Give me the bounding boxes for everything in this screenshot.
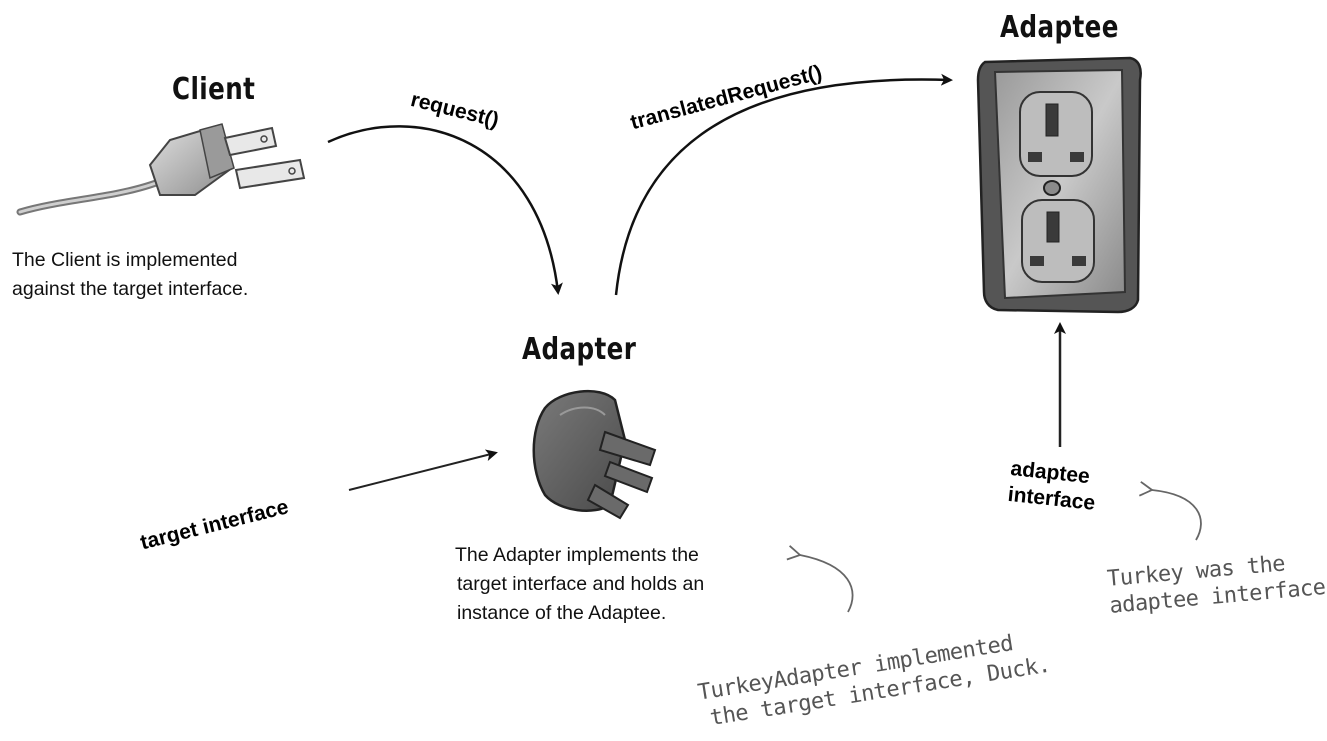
target-interface-arrow — [348, 449, 498, 491]
request-arrow — [327, 125, 563, 295]
turkey-adapter-note-arrow — [786, 545, 854, 613]
client-description-line: The Client is implemented — [12, 249, 238, 271]
adaptee-interface-label: adaptee interface — [1007, 456, 1100, 517]
three-prong-adapter-icon — [532, 389, 657, 520]
client-description: The Client is implemented against the ta… — [12, 246, 248, 304]
two-prong-plug-icon — [16, 123, 306, 216]
adapter-description-line: instance of the Adaptee. — [457, 602, 667, 624]
translated-request-arrow — [614, 73, 953, 296]
adapter-description-line: target interface and holds an — [457, 573, 705, 595]
wall-outlet-icon — [976, 56, 1142, 314]
client-title: Client — [172, 72, 256, 107]
turkey-note-arrow — [1138, 481, 1202, 541]
adapter-title: Adapter — [522, 332, 637, 367]
client-description-line: against the target interface. — [12, 278, 249, 300]
adapter-description-line: The Adapter implements the — [455, 544, 699, 566]
adaptee-title: Adaptee — [1000, 10, 1119, 45]
adapter-description: The Adapter implements the target interf… — [455, 541, 704, 628]
